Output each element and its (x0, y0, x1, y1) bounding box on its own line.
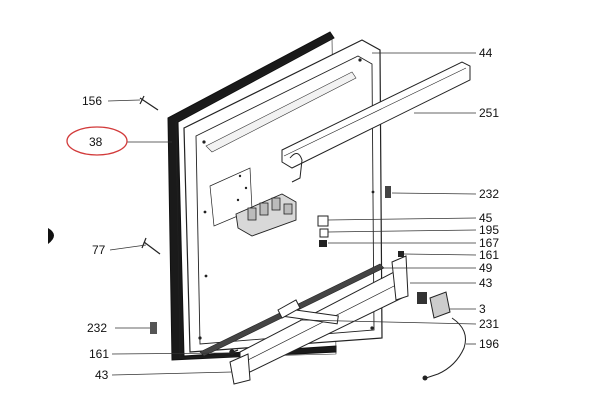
screw-156 (139, 95, 159, 111)
part-label-77: 77 (92, 243, 106, 257)
top-trim-strip-edge (283, 67, 467, 157)
hinge-block (429, 291, 451, 319)
hinge-link (277, 299, 301, 319)
cable-196 (425, 317, 466, 379)
part-label-251: 251 (479, 106, 499, 120)
part-label-195: 195 (479, 223, 499, 237)
part-label-167: 167 (479, 236, 499, 250)
clip-45 (317, 215, 329, 227)
hinge-plate-right (391, 255, 409, 301)
part-label-38: 38 (89, 135, 103, 149)
part-label-161-left: 161 (89, 347, 109, 361)
part-label-43-left: 43 (95, 368, 109, 382)
control-module-detail (247, 197, 293, 221)
part-label-156: 156 (82, 94, 102, 108)
screw-77 (141, 237, 161, 255)
door-gasket (167, 31, 337, 361)
part-labels: 156 38 77 232 161 43 44 251 232 45 195 1… (82, 46, 499, 382)
door-inner-recess (205, 71, 357, 153)
edge-marker (48, 228, 54, 244)
leader-lines (107, 52, 477, 376)
hinge-clip (417, 292, 427, 304)
highlight-ellipse (66, 126, 128, 156)
hinge-plate-left (229, 353, 251, 385)
part-label-231: 231 (479, 317, 499, 331)
door-gasket-inner (175, 37, 337, 359)
clip-195 (319, 228, 329, 238)
screw-161-bottom (227, 349, 239, 355)
clip-161-top (398, 251, 404, 257)
cable-end (422, 375, 428, 381)
part-label-232-left: 232 (87, 321, 107, 335)
clip-167 (319, 240, 327, 247)
part-label-161-right: 161 (479, 248, 499, 262)
part-label-43-right: 43 (479, 276, 493, 290)
clip-232-left (150, 322, 157, 334)
part-label-45: 45 (479, 211, 493, 225)
part-label-232-right: 232 (479, 187, 499, 201)
part-label-196: 196 (479, 337, 499, 351)
handle-hook (289, 153, 303, 183)
part-label-44: 44 (479, 46, 493, 60)
part-label-3: 3 (479, 302, 486, 316)
clip-232-right (385, 186, 391, 198)
part-label-49: 49 (479, 261, 493, 275)
door-panel-flange (195, 55, 375, 345)
